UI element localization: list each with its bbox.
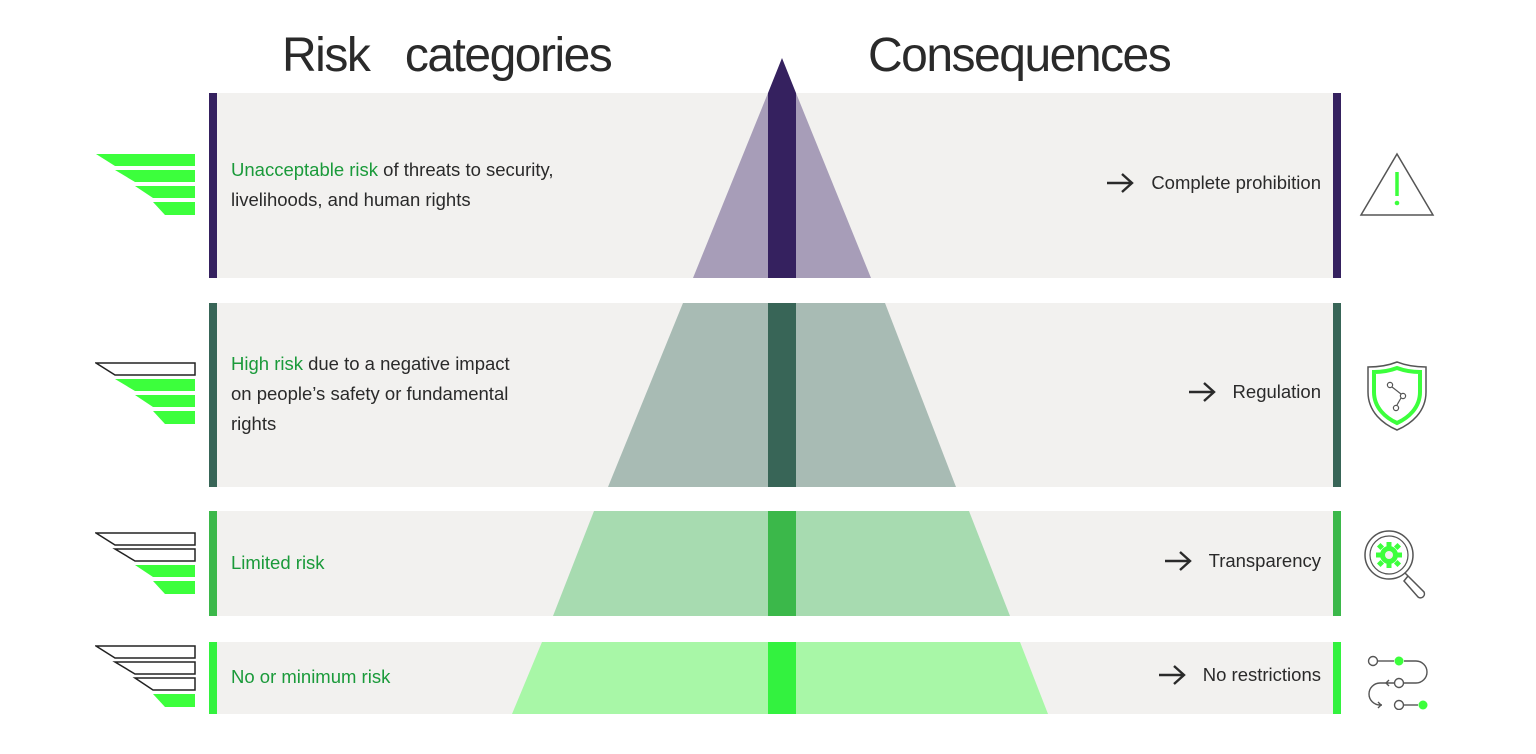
risk-label: No or minimum risk <box>231 666 391 687</box>
consequence-minimal: No restrictions <box>1157 664 1321 686</box>
band-left-bar <box>209 511 217 616</box>
arrow-right-icon <box>1164 551 1192 571</box>
pyramid-spine-minimal <box>768 642 796 714</box>
desc-unacceptable: Unacceptable risk of threats to security… <box>231 159 554 210</box>
pyramid-tip <box>768 58 796 93</box>
shield-icon <box>1367 361 1427 431</box>
risk-level-stairs-icon <box>95 362 196 424</box>
risk-label: Limited risk <box>231 552 325 573</box>
band-right-bar <box>1333 511 1341 616</box>
risk-level-stairs-icon <box>95 645 196 707</box>
band-left-bar <box>209 642 217 714</box>
consequence-high: Regulation <box>1187 381 1321 403</box>
pyramid-spine-unacceptable <box>768 93 796 278</box>
desc-limited: Limited risk <box>231 548 325 578</box>
risk-label: High risk <box>231 353 303 374</box>
consequences-heading: Consequences <box>868 29 1172 82</box>
band-left-bar <box>209 93 217 278</box>
consequence-unacceptable: Complete prohibition <box>1105 172 1321 194</box>
risk-categories-heading: Risk categories <box>282 29 613 82</box>
band-right-bar <box>1333 642 1341 714</box>
workflow-icon <box>1367 655 1428 710</box>
band-left-bar <box>209 303 217 487</box>
desc-high: High risk due to a negative impact on pe… <box>231 353 510 434</box>
warning-triangle-icon <box>1359 152 1435 216</box>
magnifier-gear-icon <box>1364 530 1426 599</box>
consequence-limited: Transparency <box>1163 550 1321 572</box>
pyramid-spine-high <box>768 303 796 487</box>
pyramid-spine-limited <box>768 511 796 616</box>
risk-level-stairs-icon <box>96 154 195 215</box>
band-right-bar <box>1333 303 1341 487</box>
risk-level-stairs-icon <box>95 532 196 594</box>
arrow-right-icon <box>1107 173 1135 193</box>
arrow-right-icon <box>1158 665 1186 685</box>
desc-minimal: No or minimum risk <box>231 662 390 692</box>
arrow-right-icon <box>1188 382 1216 402</box>
band-right-bar <box>1333 93 1341 278</box>
risk-label: Unacceptable risk <box>231 159 379 180</box>
